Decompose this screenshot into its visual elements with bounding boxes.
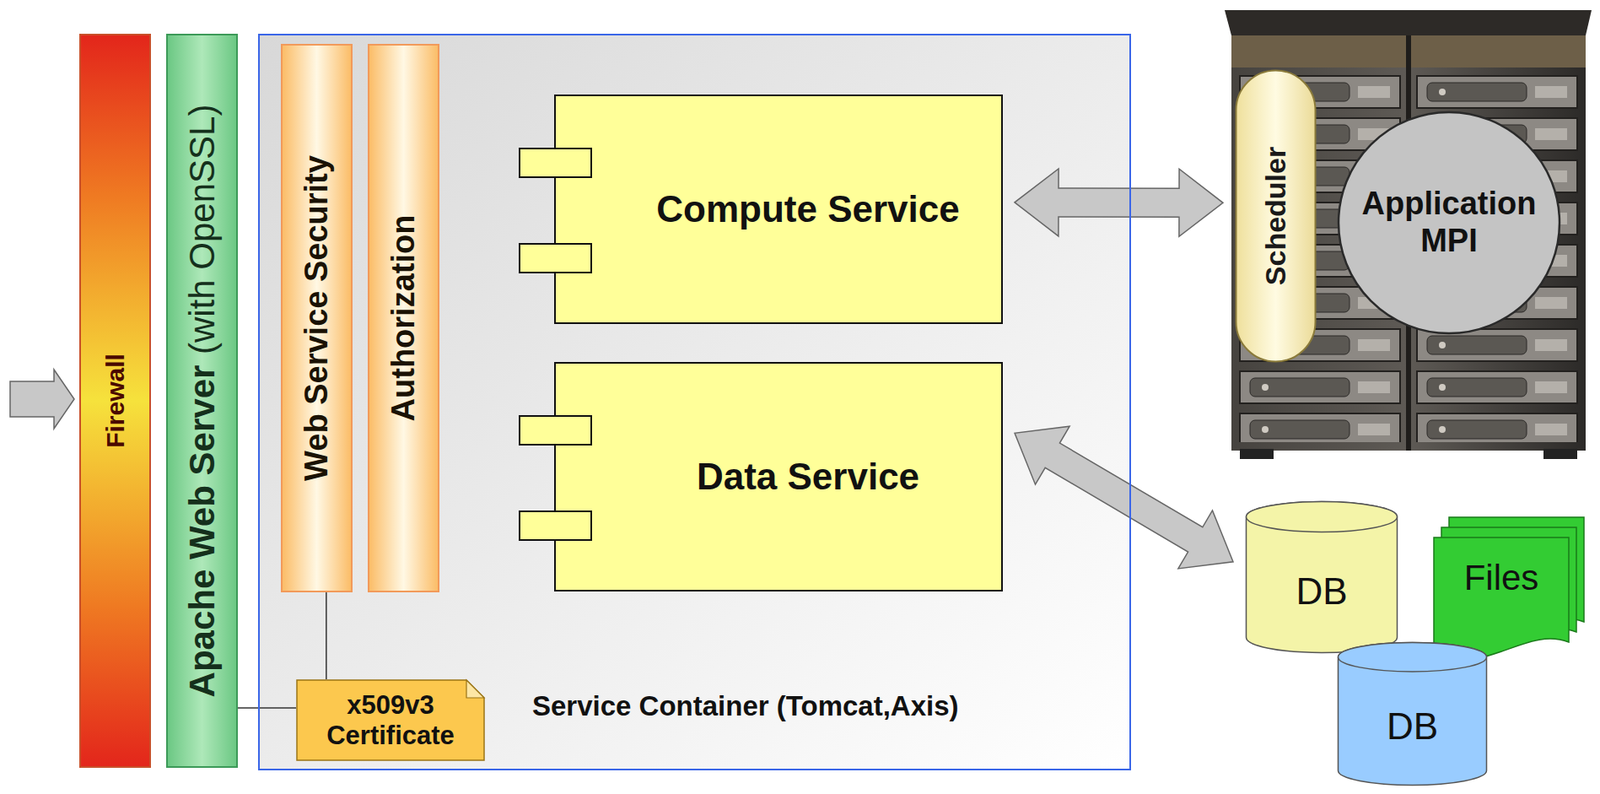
circle-body: [1338, 112, 1560, 334]
component-tab: [518, 242, 593, 274]
node-label: DB: [1295, 570, 1347, 614]
application-circle: Application MPI: [1336, 110, 1562, 335]
compute-service-box: Compute Service: [554, 94, 1003, 324]
node-label: Files: [1464, 557, 1540, 598]
authorization-band: Authorization: [367, 43, 440, 593]
node-label: Web Service Security: [298, 155, 336, 481]
block-arrow: [1014, 168, 1223, 237]
file-stack: Files: [1433, 515, 1592, 664]
text-holder: Authorization: [385, 215, 423, 422]
text-holder: Data Service: [555, 363, 1002, 590]
certificate-note: x509v3 Certificate: [296, 678, 485, 761]
note-fold: [466, 679, 485, 698]
text-holder: Scheduler: [1259, 146, 1293, 286]
web-server-band: Apache Web Server (with OpenSSL): [166, 33, 238, 768]
security-band: Web Service Security: [280, 43, 353, 593]
text-holder: Service Container (Tomcat,Axis): [532, 689, 959, 722]
service-container: Web Service Security Authorization Compute…: [258, 33, 1132, 771]
server-rack: [1224, 10, 1592, 459]
note-body: [296, 679, 485, 760]
node-label: Authorization: [385, 215, 423, 422]
data-service-box: Data Service: [554, 361, 1003, 592]
firewall-band: Firewall: [79, 33, 151, 768]
text-holder: Web Service Security: [298, 155, 336, 481]
node-label: (with OpenSSL): [181, 104, 222, 355]
database-cylinder: DB: [1244, 500, 1399, 654]
text-holder: Apache Web Server (with OpenSSL): [181, 104, 222, 698]
node-label: Apache Web Server: [181, 365, 222, 698]
text-holder: x509v3 Certificate: [296, 678, 485, 761]
cylinder-body: [1246, 501, 1398, 653]
text-holder: Firewall: [100, 353, 130, 448]
cylinder-top: [1246, 501, 1398, 533]
text-holder: Application MPI: [1336, 110, 1562, 335]
text-holder: Files: [1433, 557, 1569, 598]
text-holder: Compute Service: [555, 96, 1002, 323]
scheduler-pill: Scheduler: [1234, 69, 1317, 363]
cylinder-top: [1338, 642, 1487, 672]
file-page: [1433, 537, 1569, 662]
container-ground: [258, 33, 1132, 771]
node-label: Data Service: [696, 455, 920, 499]
node-label: DB: [1386, 705, 1439, 749]
block-arrow: [1014, 425, 1234, 569]
node-label: Service Container (Tomcat,Axis): [532, 689, 959, 722]
input-arrow: [10, 369, 75, 429]
component-tab: [518, 147, 593, 178]
node-label: Firewall: [100, 353, 130, 448]
node-label: Compute Service: [656, 188, 959, 232]
text-holder: DB: [1244, 500, 1399, 654]
node-label: x509v3 Certificate: [304, 689, 477, 750]
node-label: Application MPI: [1353, 185, 1545, 259]
pill-body: [1236, 70, 1316, 362]
component-tab: [518, 414, 593, 446]
connector-line: [325, 592, 328, 679]
component-tab: [518, 510, 593, 541]
connector-line: [237, 706, 297, 709]
cylinder-body: [1338, 642, 1487, 786]
database-cylinder: DB: [1336, 641, 1488, 787]
text-holder: DB: [1336, 641, 1488, 787]
node-label: Scheduler: [1259, 146, 1293, 286]
